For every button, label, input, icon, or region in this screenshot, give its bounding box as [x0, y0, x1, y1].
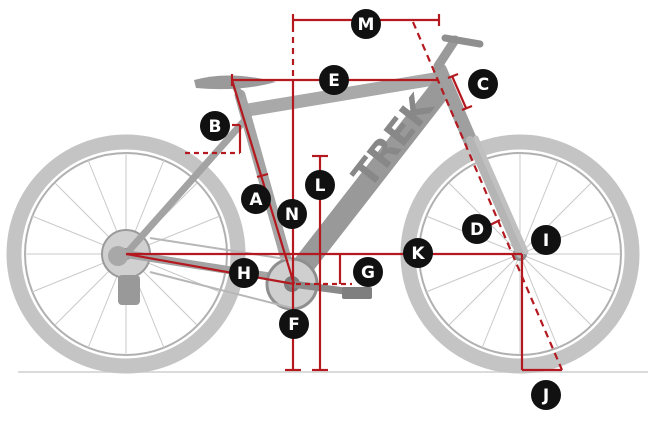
- badge-k: K: [403, 238, 433, 268]
- badge-i: I: [531, 225, 561, 255]
- badge-c-label: C: [477, 75, 489, 95]
- badge-b-label: B: [209, 117, 222, 137]
- badge-e-label: E: [328, 71, 340, 91]
- badge-i-label: I: [543, 231, 549, 251]
- badge-m: M: [351, 9, 381, 39]
- badge-j-label: J: [542, 386, 549, 406]
- badge-j: J: [531, 380, 561, 410]
- badge-d: D: [462, 214, 492, 244]
- badge-f: F: [279, 309, 309, 339]
- drivetrain: [108, 237, 372, 311]
- measure-c-line: [450, 75, 468, 109]
- badge-m-label: M: [358, 15, 375, 35]
- badge-f-label: F: [288, 315, 300, 335]
- badge-a-label: A: [249, 190, 263, 210]
- badge-l-label: L: [315, 176, 326, 196]
- measure-h-line: [125, 252, 295, 286]
- badge-g: G: [353, 257, 383, 287]
- badge-d-label: D: [470, 220, 484, 240]
- badge-n: N: [277, 199, 307, 229]
- badge-e: E: [319, 65, 349, 95]
- badge-a: A: [241, 184, 271, 214]
- badge-l: L: [305, 170, 335, 200]
- badge-k-label: K: [411, 244, 425, 264]
- badge-h-label: H: [237, 264, 251, 284]
- measure-d-line: [489, 219, 501, 226]
- badge-n-label: N: [285, 205, 299, 225]
- badge-h: H: [229, 258, 259, 288]
- measure-a-line: [230, 79, 296, 285]
- bike-frame: [122, 34, 529, 291]
- badge-b: B: [200, 111, 230, 141]
- badge-g-label: G: [361, 263, 375, 283]
- badge-c: C: [468, 69, 498, 99]
